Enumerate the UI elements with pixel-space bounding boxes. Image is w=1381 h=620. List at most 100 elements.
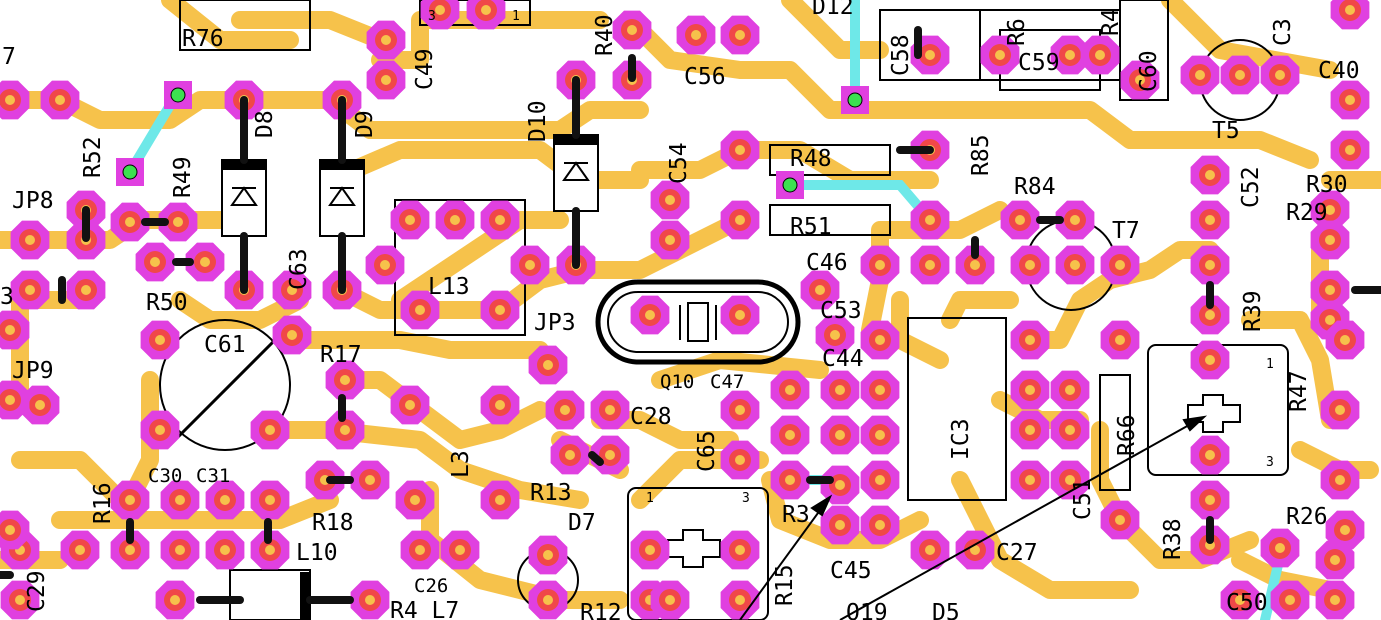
label-r13: R13: [530, 480, 572, 506]
pad: [480, 290, 520, 330]
pad: [160, 480, 200, 520]
pad: [720, 390, 760, 430]
pad: [110, 202, 150, 242]
pad: [158, 202, 198, 242]
label-c31: C31: [196, 465, 230, 487]
label-c59: C59: [1018, 50, 1060, 76]
label-r51: R51: [790, 214, 832, 240]
pad: [0, 80, 30, 120]
pad: [800, 270, 840, 310]
pad: [1315, 580, 1355, 620]
label-r12: R12: [580, 600, 622, 620]
pad: [720, 200, 760, 240]
pad: [0, 310, 30, 350]
label-d8: D8: [252, 110, 278, 138]
pad: [400, 290, 440, 330]
pad: [980, 35, 1020, 75]
label-r40: R40: [592, 14, 618, 56]
label-r3: R3: [782, 502, 810, 528]
pad: [1010, 320, 1050, 360]
pad: [860, 370, 900, 410]
label-q10: Q10: [660, 371, 694, 393]
pad: [528, 345, 568, 385]
pad: [1325, 510, 1365, 550]
label-l13: L13: [428, 274, 470, 300]
label-r18: R18: [312, 510, 354, 536]
pad: [1080, 35, 1120, 75]
pad: [1310, 220, 1350, 260]
pad: [185, 242, 225, 282]
pad: [135, 242, 175, 282]
diodes: [221, 134, 599, 237]
label-d10: D10: [525, 100, 551, 142]
pad: [815, 315, 855, 355]
label-t3: 3: [1266, 455, 1274, 470]
label-c29: C29: [24, 570, 50, 612]
pad: [110, 480, 150, 520]
label-c46: C46: [806, 250, 848, 276]
label-r4b: R4 L7: [390, 598, 459, 620]
label-r66: R66: [1114, 414, 1140, 456]
label-c44: C44: [822, 346, 864, 372]
pad: [510, 245, 550, 285]
pad: [860, 245, 900, 285]
pad: [650, 580, 690, 620]
pad: [1000, 200, 1040, 240]
label-r39: R39: [1240, 290, 1266, 332]
pad: [1055, 200, 1095, 240]
pad: [1330, 0, 1370, 30]
label-r85: R85: [968, 134, 994, 176]
label-r26: R26: [1286, 504, 1328, 530]
pad: [480, 385, 520, 425]
pad: [250, 530, 290, 570]
label-r16: R16: [90, 482, 116, 524]
pad: [1055, 245, 1095, 285]
pad: [650, 180, 690, 220]
pad: [910, 200, 950, 240]
pad: [366, 60, 406, 100]
pad: [205, 530, 245, 570]
diode-symbols: [230, 161, 590, 206]
pad: [0, 510, 30, 550]
pad: [60, 530, 100, 570]
pad: [1100, 320, 1140, 360]
pad: [590, 390, 630, 430]
label-box1: 1: [512, 9, 520, 24]
pad: [1310, 190, 1350, 230]
pad: [1010, 245, 1050, 285]
label-t1b: 1: [646, 491, 654, 506]
pad: [1260, 528, 1300, 568]
pad: [1190, 525, 1230, 565]
label-c60: C60: [1136, 50, 1162, 92]
pad: [205, 480, 245, 520]
label-l10: L10: [296, 540, 338, 566]
pad: [365, 245, 405, 285]
pad: [820, 370, 860, 410]
label-r6: R6: [1004, 18, 1030, 46]
pad: [435, 200, 475, 240]
pad: [1190, 480, 1230, 520]
pad: [325, 410, 365, 450]
pad: [400, 530, 440, 570]
pad: [480, 200, 520, 240]
label-c58: C58: [888, 34, 914, 76]
pad: [164, 81, 192, 109]
label-c49: C49: [412, 48, 438, 90]
label-jpleft: 3: [0, 284, 14, 310]
label-c47: C47: [710, 371, 744, 393]
pad: [1330, 80, 1370, 120]
label-c61: C61: [204, 332, 246, 358]
pad: [1310, 270, 1350, 310]
pad: [390, 385, 430, 425]
label-r49: R49: [170, 156, 196, 198]
pad: [1010, 410, 1050, 450]
pad: [720, 580, 760, 620]
label-d9: D9: [352, 110, 378, 138]
pad: [1270, 580, 1310, 620]
label-c51: C51: [1070, 478, 1096, 520]
pad: [630, 530, 670, 570]
pad: [528, 580, 568, 620]
trimmer-symbols: [667, 394, 1241, 568]
